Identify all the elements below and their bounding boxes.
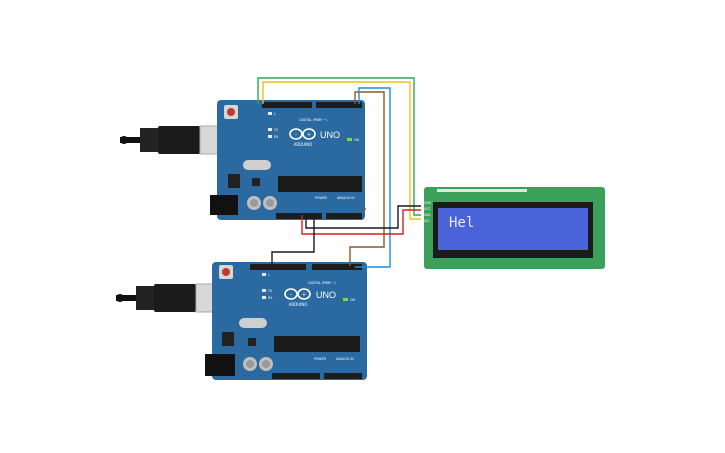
lcd-pin-vcc[interactable]: VCC xyxy=(424,207,431,211)
wires[interactable] xyxy=(257,77,421,268)
wire-brown[interactable] xyxy=(349,91,385,266)
wire-yellow[interactable] xyxy=(262,81,421,220)
tx-led xyxy=(268,128,272,131)
svg-text:+: + xyxy=(302,292,306,298)
wire-red[interactable] xyxy=(301,209,421,235)
arduino-logo-icon: – + xyxy=(284,288,311,300)
lcd-screen xyxy=(438,208,588,250)
tx-led-label: TX xyxy=(267,289,273,293)
l-led xyxy=(262,273,266,276)
brand-label: ARDUINO xyxy=(289,302,308,307)
analog-header[interactable] xyxy=(326,213,362,219)
uno-label: UNO xyxy=(320,130,340,140)
power-header[interactable] xyxy=(272,373,320,379)
power-jack[interactable] xyxy=(205,354,235,376)
reset-button-cap[interactable] xyxy=(222,268,230,276)
small-ic xyxy=(252,178,260,186)
on-led xyxy=(347,138,352,141)
capacitor-top xyxy=(250,199,258,207)
analog-label: ANALOG IN xyxy=(336,357,354,361)
atmega-chip xyxy=(274,336,360,352)
lcd-pin-scl[interactable]: SCL xyxy=(424,219,430,223)
power-header[interactable] xyxy=(276,213,322,219)
digital-label: DIGITAL (PWM ~) xyxy=(299,118,326,122)
brand-label: ARDUINO xyxy=(294,142,313,147)
rx-led-label: RX xyxy=(274,135,279,139)
analog-label: ANALOG IN xyxy=(337,196,355,200)
rx-led xyxy=(268,135,272,138)
crystal-oscillator xyxy=(239,318,267,328)
small-ic xyxy=(248,338,256,346)
wire-blue[interactable] xyxy=(355,87,391,268)
on-led-label: ON xyxy=(350,298,356,302)
wire-black-2[interactable] xyxy=(271,215,315,266)
crystal-oscillator xyxy=(243,160,271,170)
tx-led-label: TX xyxy=(273,128,279,132)
power-label: POWER xyxy=(314,357,327,361)
wire-black[interactable] xyxy=(305,205,421,229)
arduino-uno-board-2[interactable]: DIGITAL (PWM ~) L TX RX – + UNO ARDUINO … xyxy=(205,262,367,380)
voltage-regulator xyxy=(222,332,234,346)
digital-header-right[interactable] xyxy=(316,102,362,108)
arduino-uno-board-1[interactable]: DIGITAL (PWM ~) L TX RX – + UNO ARDUINO … xyxy=(210,100,365,220)
power-jack[interactable] xyxy=(210,195,238,215)
svg-text:–: – xyxy=(290,292,293,298)
power-label: POWER xyxy=(315,196,328,200)
digital-label: DIGITAL (PWM ~) xyxy=(308,281,335,285)
tx-led xyxy=(262,289,266,292)
lcd-display-text: Hel xyxy=(449,215,474,231)
capacitor-top xyxy=(246,360,254,368)
wire-green[interactable] xyxy=(257,77,421,216)
analog-header[interactable] xyxy=(324,373,362,379)
l-led xyxy=(268,112,272,115)
svg-text:+: + xyxy=(307,132,311,138)
board-pcb xyxy=(212,262,367,380)
arduino-logo-icon: – + xyxy=(289,128,316,140)
on-led xyxy=(343,298,348,301)
digital-header-right[interactable] xyxy=(312,264,362,270)
voltage-regulator xyxy=(228,174,240,188)
lcd-pin-gnd[interactable]: GND xyxy=(424,201,432,205)
usb-cable-1[interactable] xyxy=(120,125,235,155)
lcd-pin-sda[interactable]: SDA xyxy=(424,213,431,217)
lcd-pin-labels: GND VCC SDA SCL xyxy=(424,201,432,223)
board-pcb xyxy=(217,100,365,220)
on-led-label: ON xyxy=(354,138,360,142)
l-led-label: L xyxy=(274,112,276,116)
lcd-top-pins xyxy=(437,189,527,192)
digital-header-left[interactable] xyxy=(250,264,306,270)
rx-led xyxy=(262,296,266,299)
capacitor-top xyxy=(266,199,274,207)
svg-text:–: – xyxy=(295,132,298,138)
reset-button-cap[interactable] xyxy=(227,108,235,116)
digital-header-left[interactable] xyxy=(262,102,312,108)
rx-led-label: RX xyxy=(268,296,273,300)
capacitor-top xyxy=(262,360,270,368)
uno-label: UNO xyxy=(316,290,336,300)
atmega-chip xyxy=(278,176,362,192)
lcd-i2c-module[interactable]: Hel GND VCC SDA SCL xyxy=(424,187,605,269)
l-led-label: L xyxy=(268,273,270,277)
